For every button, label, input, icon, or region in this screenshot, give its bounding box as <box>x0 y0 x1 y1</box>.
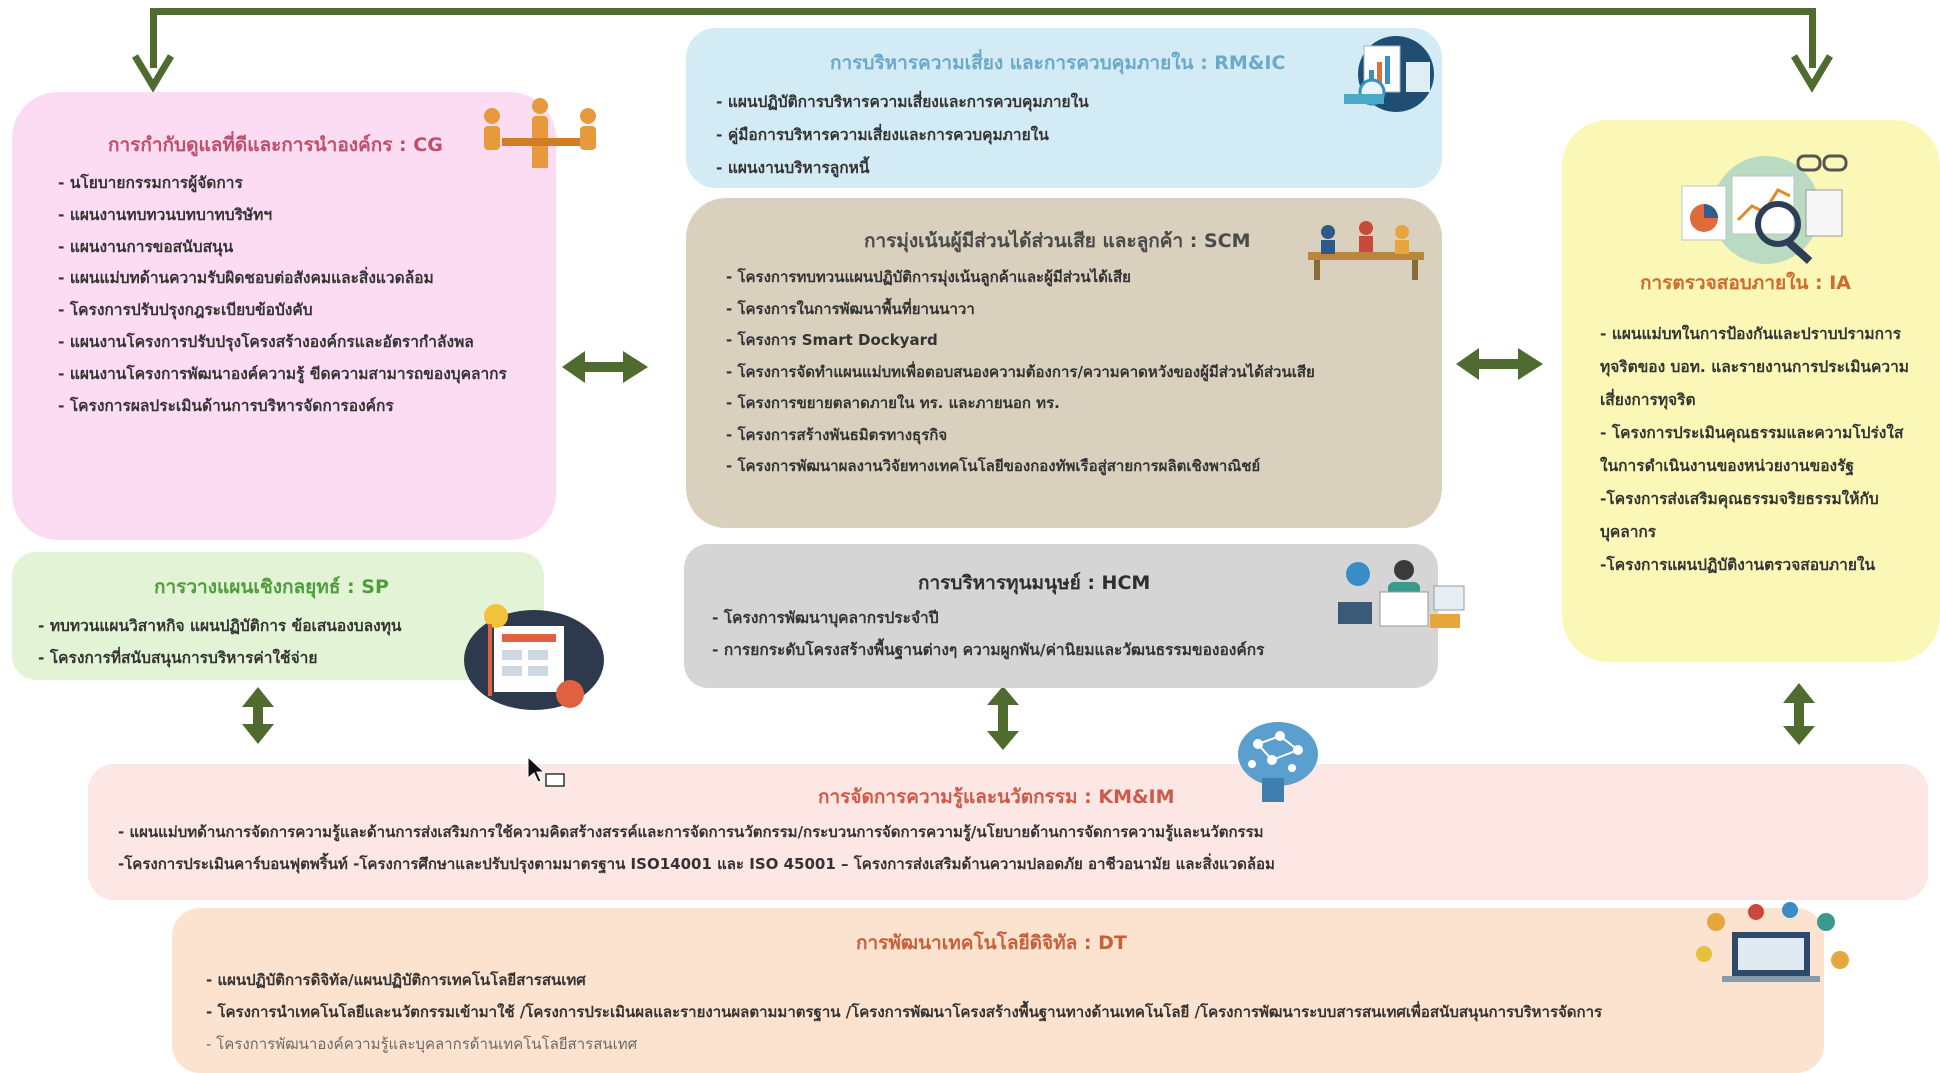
hcm-box: การบริหารทุนมนุษย์ : HCM - โครงการพัฒนาบ… <box>684 544 1465 688</box>
human-capital-icon <box>1334 552 1470 638</box>
list-item: - นโยบายกรรมการผู้จัดการ <box>58 174 243 192</box>
list-item: - แผนงานโครงการปรับปรุงโครงสร้างองค์กรแล… <box>58 332 474 351</box>
list-item: - โครงการประเมินคุณธรรมและความโปร่งใสในก… <box>1600 424 1904 475</box>
list-item: - แผนแม่บทด้านความรับผิดชอบต่อสังคมและสิ… <box>58 269 434 288</box>
team-meeting-icon <box>472 92 608 168</box>
list-item: - แผนปฏิบัติการบริหารความเสี่ยงและการควบ… <box>716 93 1089 111</box>
sp-title: การวางแผนเชิงกลยุทธ์ : SP <box>154 576 389 598</box>
list-item: -โครงการประเมินคาร์บอนฟุตพริ้นท์ -โครงกา… <box>118 855 1275 873</box>
sp-box: การวางแผนเชิงกลยุทธ์ : SP - ทบทวนแผนวิสา… <box>12 552 544 680</box>
top-connector-right-leg <box>1809 8 1816 68</box>
arrow-cg-scm <box>562 351 648 383</box>
arrow-sp-km <box>242 687 274 744</box>
strategy-board-icon <box>462 604 606 712</box>
analytics-icon <box>1342 32 1442 116</box>
ia-list: - แผนแม่บทในการป้องกันและปราบปรามการทุจร… <box>1600 318 1918 582</box>
list-item: - โครงการขยายตลาดภายใน ทร. และภายนอก ทร. <box>726 394 1060 412</box>
list-item: - แผนแม่บทในการป้องกันและปราบปรามการทุจร… <box>1600 325 1910 409</box>
list-item: - โครงการทบทวนแผนปฏิบัติการมุ่งเน้นลูกค้… <box>726 268 1131 286</box>
cg-box: การกำกับดูแลที่ดีและการนำองค์กร : CG - น… <box>12 92 596 540</box>
arrow-hcm-km <box>987 686 1019 750</box>
rm-box: การบริหารความเสี่ยง และการควบคุมภายใน : … <box>686 28 1442 188</box>
dt-title: การพัฒนาเทคโนโลยีดิจิทัล : DT <box>856 932 1127 954</box>
cg-list: - นโยบายกรรมการผู้จัดการ - แผนงานทบทวนบท… <box>58 168 528 422</box>
km-list: - แผนแม่บทด้านการจัดการความรู้และด้านการ… <box>118 816 1275 880</box>
audit-magnifier-icon <box>1666 150 1856 266</box>
rm-title: การบริหารความเสี่ยง และการควบคุมภายใน : … <box>830 52 1286 74</box>
list-item: - โครงการจัดทำแผนแม่บทเพื่อตอบสนองความต้… <box>726 362 1315 381</box>
km-box: การจัดการความรู้และนวัตกรรม : KM&IM - แผ… <box>88 764 1928 900</box>
list-item: - แผนงานบริหารลูกหนี้ <box>716 159 870 177</box>
list-item: - โครงการนำเทคโนโลยีและนวัตกรรมเข้ามาใช้… <box>206 1003 1603 1021</box>
list-item: - ทบทวนแผนวิสาหกิจ แผนปฏิบัติการ ข้อเสนอ… <box>38 617 402 635</box>
list-item: - แผนงานทบทวนบทบาทบริษัทฯ <box>58 205 273 224</box>
list-item: - โครงการพัฒนาองค์ความรู้และบุคลากรด้านเ… <box>206 1035 638 1053</box>
list-item: - แผนงานโครงการพัฒนาองค์ความรู้ ขีดความส… <box>58 364 507 383</box>
list-item: - โครงการที่สนับสนุนการบริหารค่าใช้จ่าย <box>38 649 318 667</box>
mouse-cursor-icon <box>526 756 570 792</box>
rm-list: - แผนปฏิบัติการบริหารความเสี่ยงและการควบ… <box>716 86 1089 185</box>
arrow-ia-km <box>1783 683 1815 745</box>
scm-title: การมุ่งเน้นผู้มีส่วนได้ส่วนเสีย และลูกค้… <box>864 230 1251 252</box>
brain-network-icon <box>1228 720 1322 804</box>
list-item: - โครงการผลประเมินด้านการบริหารจัดการองค… <box>58 396 394 415</box>
arrow-scm-ia <box>1456 348 1543 380</box>
stakeholder-meeting-icon <box>1298 208 1434 282</box>
list-item: - การยกระดับโครงสร้างพื้นฐานต่างๆ ความผู… <box>712 641 1265 659</box>
km-title: การจัดการความรู้และนวัตกรรม : KM&IM <box>818 786 1175 808</box>
list-item: - โครงการในการพัฒนาพื้นที่ยานนาวา <box>726 299 975 318</box>
top-left-arrowhead <box>131 54 175 93</box>
dt-list: - แผนปฏิบัติการดิจิทัล/แผนปฏิบัติการเทคโ… <box>206 964 1602 1060</box>
scm-list: - โครงการทบทวนแผนปฏิบัติการมุ่งเน้นลูกค้… <box>726 262 1315 483</box>
top-connector-line <box>150 8 1816 15</box>
hcm-title: การบริหารทุนมนุษย์ : HCM <box>918 572 1151 594</box>
cg-title: การกำกับดูแลที่ดีและการนำองค์กร : CG <box>108 134 443 156</box>
sp-list: - ทบทวนแผนวิสาหกิจ แผนปฏิบัติการ ข้อเสนอ… <box>38 610 402 674</box>
scm-box: การมุ่งเน้นผู้มีส่วนได้ส่วนเสีย และลูกค้… <box>686 198 1442 528</box>
list-item: -โครงการส่งเสริมคุณธรรมจริยธรรมให้กับบุค… <box>1600 490 1879 541</box>
list-item: - แผนงานการขอสนับสนุน <box>58 237 234 256</box>
top-right-arrowhead <box>1790 54 1834 93</box>
list-item: - โครงการพัฒนาผลงานวิจัยทางเทคโนโลยีของก… <box>726 457 1261 475</box>
dt-box: การพัฒนาเทคโนโลยีดิจิทัล : DT - แผนปฏิบั… <box>172 908 1824 1073</box>
ia-box: การตรวจสอบภายใน : IA - แผนแม่บทในการป้อง… <box>1562 120 1940 662</box>
list-item: - คู่มือการบริหารความเสี่ยงและการควบคุมภ… <box>716 126 1049 144</box>
list-item: - โครงการ Smart Dockyard <box>726 331 938 349</box>
list-item: - โครงการพัฒนาบุคลากรประจำปี <box>712 609 939 627</box>
ia-title: การตรวจสอบภายใน : IA <box>1640 272 1851 294</box>
hcm-list: - โครงการพัฒนาบุคลากรประจำปี - การยกระดั… <box>712 602 1264 666</box>
list-item: - โครงการปรับปรุงกฎระเบียบข้อบังคับ <box>58 301 313 320</box>
list-item: - โครงการสร้างพันธมิตรทางธุรกิจ <box>726 425 948 444</box>
top-connector-left-leg <box>150 8 157 68</box>
list-item: - แผนปฏิบัติการดิจิทัล/แผนปฏิบัติการเทคโ… <box>206 971 586 989</box>
digital-laptop-icon <box>1686 898 1856 984</box>
list-item: - แผนแม่บทด้านการจัดการความรู้และด้านการ… <box>118 823 1264 841</box>
list-item: -โครงการแผนปฏิบัติงานตรวจสอบภายใน <box>1600 556 1876 574</box>
